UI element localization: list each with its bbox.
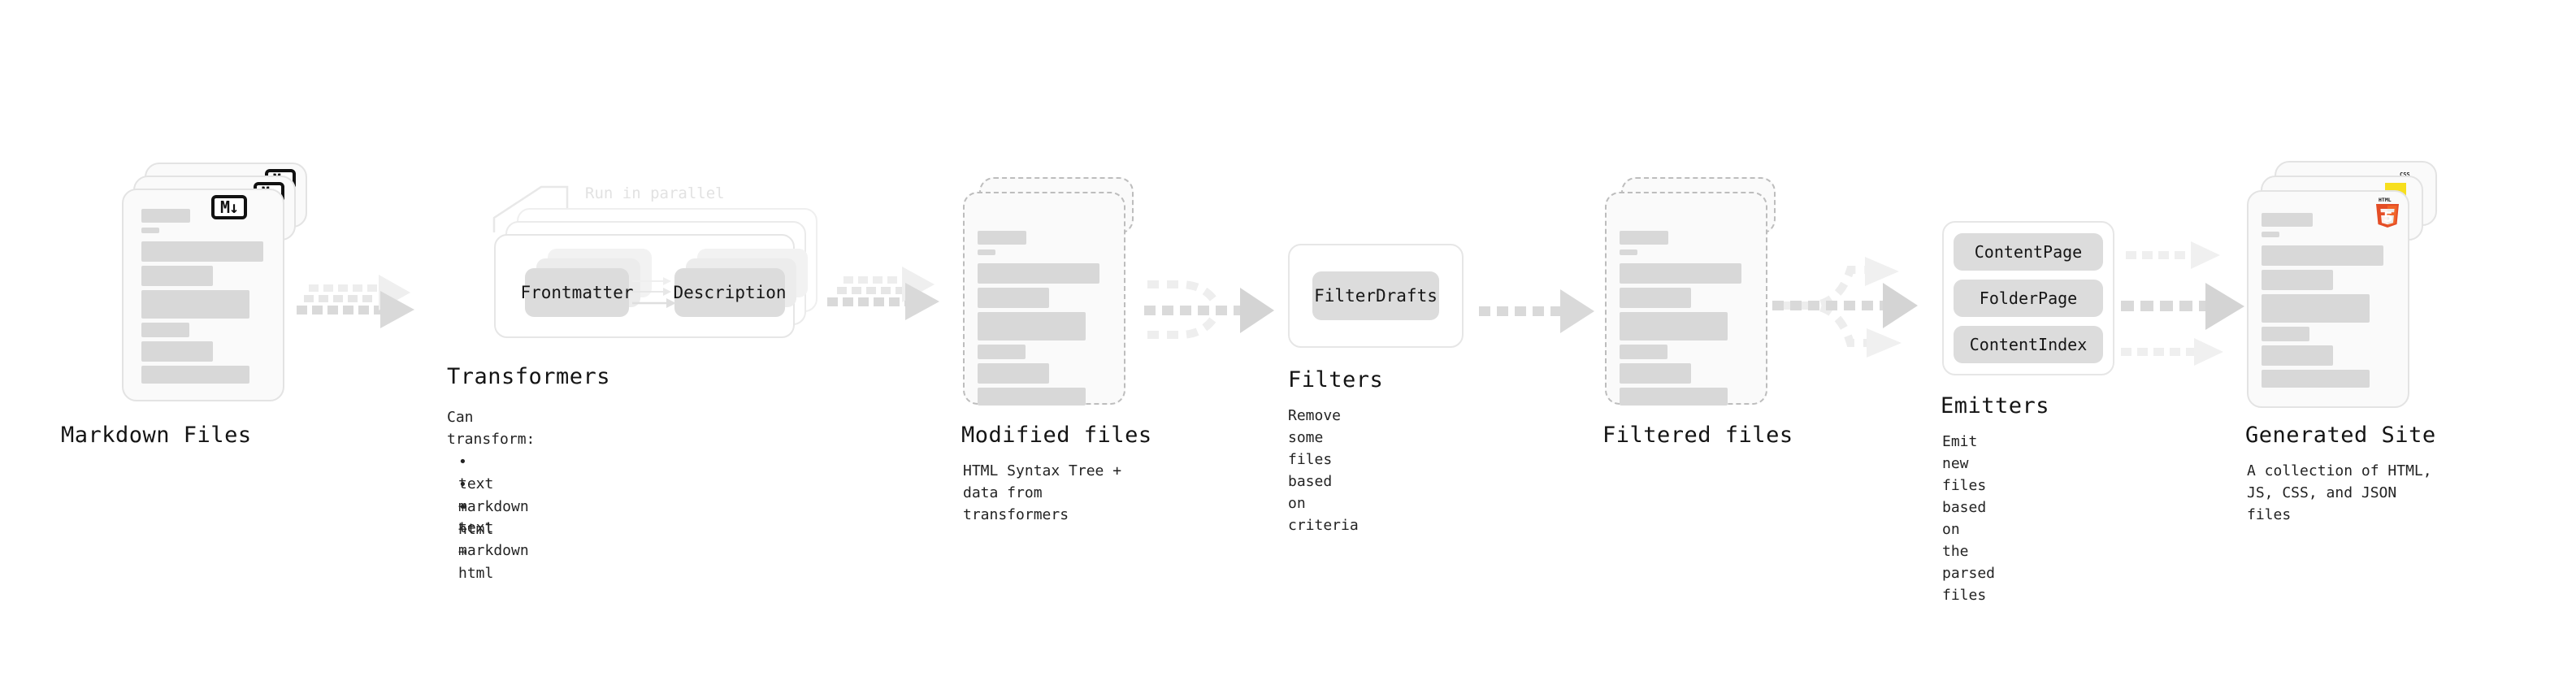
generated-site-subtitle: A collection of HTML, JS, CSS, and JSON … bbox=[2247, 462, 2432, 523]
transformers-bullet-0: •text → text bbox=[458, 453, 494, 536]
transformers-bullet-2: •html → html bbox=[458, 499, 494, 582]
markdown-card-stack: M↓ M↓ M↓ bbox=[122, 163, 309, 414]
markdown-skeleton bbox=[122, 189, 284, 401]
modified-card-stack bbox=[963, 177, 1142, 413]
markdown-files-title: Markdown Files bbox=[61, 423, 252, 448]
emitter-chip-contentindex[interactable]: ContentIndex bbox=[1954, 326, 2103, 363]
modified-skeleton bbox=[963, 192, 1125, 406]
filtered-files-title: Filtered files bbox=[1602, 423, 1793, 448]
site-skeleton bbox=[2247, 190, 2409, 408]
svg-text:5: 5 bbox=[2383, 210, 2393, 226]
markdown-icon: M↓ bbox=[211, 195, 247, 219]
connector-filters-to-filtered bbox=[1479, 289, 1594, 333]
svg-text:CSS: CSS bbox=[2400, 171, 2410, 178]
transformers-bullet-1: •markdown → markdown bbox=[458, 476, 529, 559]
transformer-chip-description[interactable]: Description bbox=[673, 268, 787, 317]
filtered-skeleton bbox=[1605, 192, 1767, 406]
connector-md-to-transformers bbox=[297, 275, 414, 328]
connector-emitters-to-site bbox=[2121, 241, 2244, 366]
stage-markdown-files: M↓ M↓ M↓ Markdown Files bbox=[61, 163, 309, 448]
connector-filtered-to-emitters bbox=[1772, 257, 1918, 358]
svg-text:HTML: HTML bbox=[2379, 197, 2392, 203]
filters-title: Filters bbox=[1288, 367, 1384, 393]
filtered-card-stack bbox=[1605, 177, 1784, 413]
connector-transformers-to-modified bbox=[827, 267, 939, 320]
modified-files-subtitle: HTML Syntax Tree + data from transformer… bbox=[963, 462, 1122, 523]
html5-icon: HTML 5 bbox=[2376, 197, 2399, 228]
emitter-chip-folderpage[interactable]: FolderPage bbox=[1954, 280, 2103, 317]
stage-generated-site: CSS HTML 5 bbox=[2245, 161, 2437, 523]
filters-subtitle: Remove some files based on criteria bbox=[1288, 407, 1359, 534]
emitters-title: Emitters bbox=[1941, 393, 2050, 419]
transformers-subtitle: Can transform: bbox=[447, 409, 536, 448]
generated-site-title: Generated Site bbox=[2245, 423, 2436, 448]
parallel-bracket bbox=[492, 185, 569, 232]
transformers-title: Transformers bbox=[447, 364, 611, 389]
transformer-inner-arrows bbox=[632, 277, 676, 308]
modified-files-title: Modified files bbox=[961, 423, 1152, 448]
run-in-parallel-note: Run in parallel bbox=[585, 184, 725, 202]
stage-modified-files: Modified files HTML Syntax Tree + data f… bbox=[961, 177, 1151, 523]
stage-filtered-files: Filtered files bbox=[1602, 177, 1793, 448]
filter-chip-filterdrafts[interactable]: FilterDrafts bbox=[1312, 271, 1439, 320]
transformer-chip-frontmatter[interactable]: Frontmatter bbox=[520, 268, 634, 317]
emitter-chip-contentpage[interactable]: ContentPage bbox=[1954, 233, 2103, 271]
connector-modified-to-filters bbox=[1144, 280, 1274, 339]
emitters-subtitle: Emit new files based on the parsed files bbox=[1942, 433, 1996, 604]
site-card-stack: CSS HTML 5 bbox=[2247, 161, 2437, 421]
